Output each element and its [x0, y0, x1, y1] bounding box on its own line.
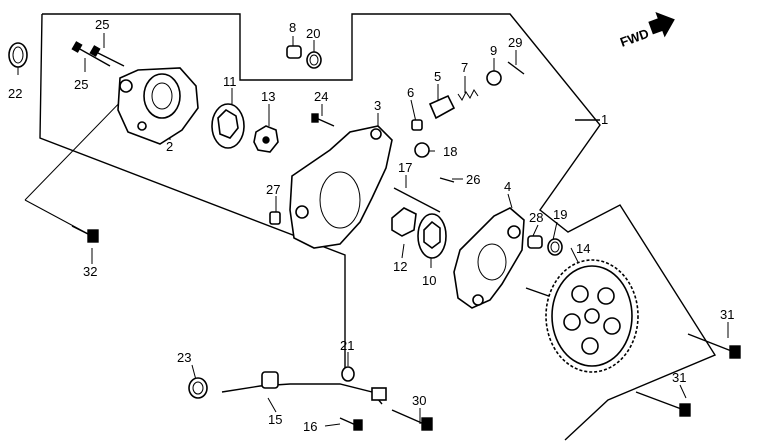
part-2-pump-body	[117, 67, 199, 145]
callout-9: 9	[490, 43, 497, 58]
part-10-outer-rotor	[417, 213, 447, 259]
callout-15: 15	[268, 412, 282, 427]
callout-31-bottom: 31	[672, 370, 686, 385]
callout-23: 23	[177, 350, 191, 365]
part-14-sprocket	[525, 259, 639, 373]
part-11-outer-rotor	[211, 103, 245, 149]
part-26-pin	[439, 177, 455, 183]
callout-21: 21	[340, 338, 354, 353]
callout-22: 22	[8, 86, 22, 101]
callout-labels: 1 2 3 4 5 6 7 8 9 10 11 12 13 14 15 16 1…	[8, 17, 734, 434]
fwd-label: FWD	[618, 26, 651, 50]
part-15-oil-pipe	[221, 371, 387, 405]
callout-10: 10	[422, 273, 436, 288]
part-29-pin	[507, 61, 525, 75]
part-9-cap	[486, 70, 502, 86]
callout-14: 14	[576, 241, 590, 256]
callout-17: 17	[398, 160, 412, 175]
part-3-housing-plate	[289, 125, 393, 249]
callout-7: 7	[461, 60, 468, 75]
part-20-o-ring	[306, 51, 322, 69]
part-17-shaft	[393, 187, 441, 213]
callout-1: 1	[601, 112, 608, 127]
callout-32: 32	[83, 264, 97, 279]
callout-18: 18	[443, 144, 457, 159]
callout-8: 8	[289, 20, 296, 35]
part-12-inner-rotor	[391, 207, 417, 237]
callout-29: 29	[508, 35, 522, 50]
callout-5: 5	[434, 69, 441, 84]
callout-24: 24	[314, 89, 328, 104]
callout-26: 26	[466, 172, 480, 187]
callout-3: 3	[374, 98, 381, 113]
part-4-pump-cover	[453, 207, 525, 309]
part-23-o-ring	[188, 377, 208, 399]
callout-4: 4	[504, 179, 511, 194]
callout-31-top: 31	[720, 307, 734, 322]
part-13-inner-rotor	[253, 125, 279, 153]
part-31-bolts	[635, 333, 741, 417]
part-27-dowel	[269, 211, 281, 225]
callout-27: 27	[266, 182, 280, 197]
part-24-bolt	[311, 113, 335, 127]
callout-25-top: 25	[95, 17, 109, 32]
part-18-ball	[414, 142, 430, 158]
part-21-o-ring	[341, 366, 355, 382]
callout-30: 30	[412, 393, 426, 408]
callout-6: 6	[407, 85, 414, 100]
callout-13: 13	[261, 89, 275, 104]
callout-20: 20	[306, 26, 320, 41]
part-5-valve	[428, 94, 456, 120]
part-22-o-ring	[8, 42, 28, 68]
callout-28: 28	[529, 210, 543, 225]
part-19-o-ring	[547, 238, 563, 256]
part-16-bolt	[339, 417, 363, 431]
callout-16: 16	[303, 419, 317, 434]
callout-12: 12	[393, 259, 407, 274]
part-6-plug	[411, 119, 423, 131]
forward-direction-indicator: FWD	[618, 12, 675, 50]
part-8-collar	[286, 45, 302, 59]
part-30-bolt	[391, 409, 433, 431]
callout-19: 19	[553, 207, 567, 222]
part-25-bolts	[71, 41, 125, 67]
callout-2: 2	[166, 139, 173, 154]
part-32-bolt	[71, 225, 99, 243]
part-7-spring	[457, 89, 479, 101]
part-28-collar	[527, 235, 543, 249]
callout-11: 11	[223, 74, 237, 89]
callout-25-bottom: 25	[74, 77, 88, 92]
assembly-outline	[39, 13, 717, 441]
